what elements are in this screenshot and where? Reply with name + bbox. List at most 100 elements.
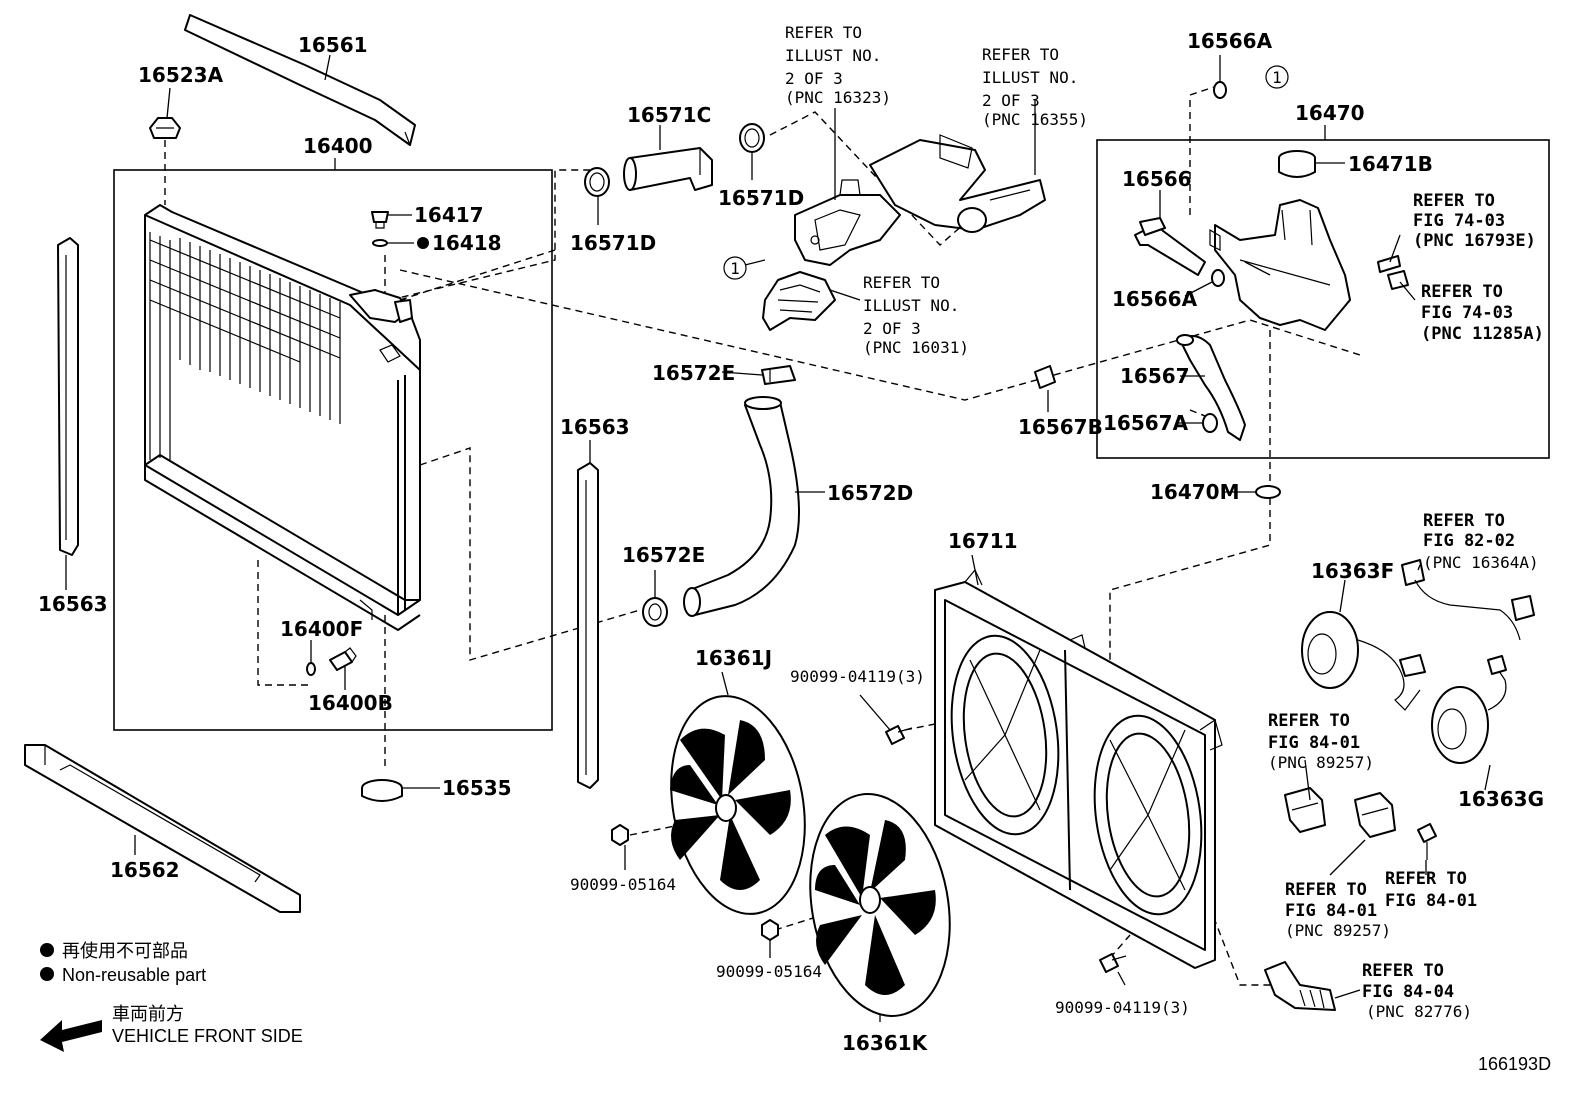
refer-note-16793E: REFER TO FIG 74-03 (PNC 16793E) bbox=[1413, 191, 1536, 251]
refer-note-line: (PNC 16323) bbox=[785, 88, 891, 107]
refer-note-line: REFER TO bbox=[982, 45, 1059, 64]
label-16535: 16535 bbox=[442, 776, 512, 800]
label-16471B: 16471B bbox=[1348, 152, 1433, 176]
refer-note-line: ILLUST NO. bbox=[982, 68, 1078, 87]
label-16572E-bottom: 16572E bbox=[622, 543, 705, 567]
refer-note-line: ILLUST NO. bbox=[863, 296, 959, 315]
thermostat bbox=[762, 271, 836, 331]
refer-note-line: REFER TO bbox=[785, 23, 862, 42]
refer-note-line: REFER TO bbox=[1423, 511, 1505, 531]
refer-note-line: FIG 84-01 bbox=[1268, 733, 1360, 753]
water-outlet-pipe bbox=[869, 134, 1046, 233]
refer-note-89257-a: REFER TO FIG 84-01 (PNC 89257) bbox=[1268, 711, 1374, 772]
refer-note-line: REFER TO bbox=[1268, 711, 1350, 731]
refer-note-line: FIG 74-03 bbox=[1413, 211, 1505, 231]
label-16567: 16567 bbox=[1120, 364, 1190, 388]
gasket-16400F bbox=[306, 662, 316, 676]
refer-note-line: 2 OF 3 bbox=[863, 319, 921, 338]
label-16566A-mid: 16566A bbox=[1112, 287, 1198, 311]
bolt-90099-04119-a bbox=[885, 725, 913, 745]
refer-note-line: REFER TO bbox=[1362, 961, 1444, 981]
hose-clamp-16571D-b bbox=[739, 123, 765, 153]
hose-clamp-16566A-mid bbox=[1211, 269, 1225, 287]
nut-90099-05164-a bbox=[611, 824, 629, 846]
reserve-tank-assembly-box bbox=[1096, 139, 1550, 459]
label-16361K: 16361K bbox=[842, 1031, 929, 1055]
refer-note-82776: REFER TO FIG 84-04 (PNC 82776) bbox=[1362, 961, 1472, 1021]
label-16523A: 16523A bbox=[138, 63, 224, 87]
legend-front-jp: 車両前方 bbox=[112, 1004, 184, 1024]
refer-note-line: 2 OF 3 bbox=[982, 91, 1040, 110]
label-90099-04119-a: 90099-04119(3) bbox=[790, 667, 925, 686]
refer-note-line: ILLUST NO. bbox=[785, 46, 881, 65]
refer-note-84-01: REFER TO FIG 84-01 bbox=[1385, 869, 1477, 911]
side-seal-16563-left bbox=[57, 237, 79, 556]
circle-reference-label: 1 bbox=[730, 259, 740, 278]
label-16417: 16417 bbox=[414, 203, 484, 227]
fan-motor-16363G bbox=[1431, 655, 1507, 764]
refer-note-16031: REFER TO ILLUST NO. 2 OF 3 (PNC 16031) bbox=[863, 273, 969, 357]
reserve-tank-cap-16471B bbox=[1278, 150, 1316, 178]
label-16571D-b: 16571D bbox=[718, 186, 804, 210]
label-16363F: 16363F bbox=[1311, 559, 1394, 583]
connector-89257-b bbox=[1354, 792, 1396, 838]
refer-note-line: (PNC 82776) bbox=[1366, 1002, 1472, 1021]
vehicle-front-arrow-icon bbox=[40, 1020, 102, 1052]
label-16571C: 16571C bbox=[627, 103, 711, 127]
label-16563-left: 16563 bbox=[38, 592, 108, 616]
refer-note-line: FIG 84-04 bbox=[1362, 982, 1454, 1002]
legend-front-en: VEHICLE FRONT SIDE bbox=[112, 1026, 303, 1046]
connector-89257-a bbox=[1284, 787, 1326, 833]
label-90099-05164-a: 90099-05164 bbox=[570, 875, 676, 894]
refer-note-11285A: REFER TO FIG 74-03 (PNC 11285A) bbox=[1421, 282, 1544, 344]
label-16566A-top: 16566A bbox=[1187, 29, 1273, 53]
label-90099-05164-b: 90099-05164 bbox=[716, 962, 822, 981]
nut-90099-05164-b bbox=[761, 919, 779, 941]
label-16400: 16400 bbox=[303, 134, 373, 158]
label-16711: 16711 bbox=[948, 529, 1018, 553]
label-16361J: 16361J bbox=[695, 646, 772, 670]
radiator-hose-16572D bbox=[683, 396, 800, 617]
lower-seal-16562 bbox=[24, 744, 301, 913]
circle-reference-label: 1 bbox=[1272, 68, 1282, 87]
radiator-hose-16571C bbox=[623, 147, 713, 191]
refer-note-16355: REFER TO ILLUST NO. 2 OF 3 (PNC 16355) bbox=[982, 45, 1088, 129]
label-16567A: 16567A bbox=[1103, 411, 1189, 435]
hose-clamp-16566A-top bbox=[1213, 81, 1227, 99]
label-16470: 16470 bbox=[1295, 101, 1365, 125]
cooling-fan-16361K bbox=[809, 793, 951, 1017]
part-number-labels: 16561 16523A 16400 16417 16418 16563 164… bbox=[38, 29, 1544, 1055]
drain-plug-16417 bbox=[371, 211, 389, 229]
radiator-assembly-box bbox=[113, 169, 553, 731]
cooling-fan-16361J bbox=[670, 695, 806, 915]
refer-note-line: (PNC 89257) bbox=[1285, 921, 1391, 940]
fan-shroud-16711 bbox=[934, 568, 1223, 969]
refer-note-line: REFER TO bbox=[1413, 191, 1495, 211]
refer-note-line: REFER TO bbox=[1421, 282, 1503, 302]
refer-note-line: FIG 84-01 bbox=[1285, 901, 1377, 921]
figure-number: 166193D bbox=[1478, 1054, 1551, 1074]
circle-reference-1-left: 1 bbox=[723, 256, 747, 280]
refer-note-line: (PNC 16031) bbox=[863, 338, 969, 357]
label-16566: 16566 bbox=[1122, 167, 1192, 191]
hose-clamp-16572E-top bbox=[761, 365, 796, 385]
bolt-84-01 bbox=[1417, 823, 1437, 860]
leader-lines bbox=[65, 54, 1491, 1022]
hose-clamp-16567B bbox=[1034, 365, 1056, 389]
label-90099-04119-b: 90099-04119(3) bbox=[1055, 998, 1190, 1017]
hose-clamp-16567A bbox=[1202, 413, 1218, 433]
radiator-16400 bbox=[144, 204, 421, 631]
reserve-tank-16470 bbox=[1209, 199, 1351, 331]
circle-reference-1-top: 1 bbox=[1265, 65, 1289, 89]
o-ring-16418 bbox=[372, 239, 388, 247]
refer-note-line: (PNC 16364A) bbox=[1423, 553, 1539, 572]
caution-label-16793E bbox=[1377, 255, 1401, 273]
upper-radiator-seal-16561 bbox=[184, 14, 416, 146]
label-16562: 16562 bbox=[110, 858, 180, 882]
non-reusable-dot-icon bbox=[40, 967, 54, 981]
drain-cock-16400B bbox=[329, 647, 357, 671]
radiator-mount-cushion-16535 bbox=[361, 779, 403, 802]
label-16571D-a: 16571D bbox=[570, 231, 656, 255]
